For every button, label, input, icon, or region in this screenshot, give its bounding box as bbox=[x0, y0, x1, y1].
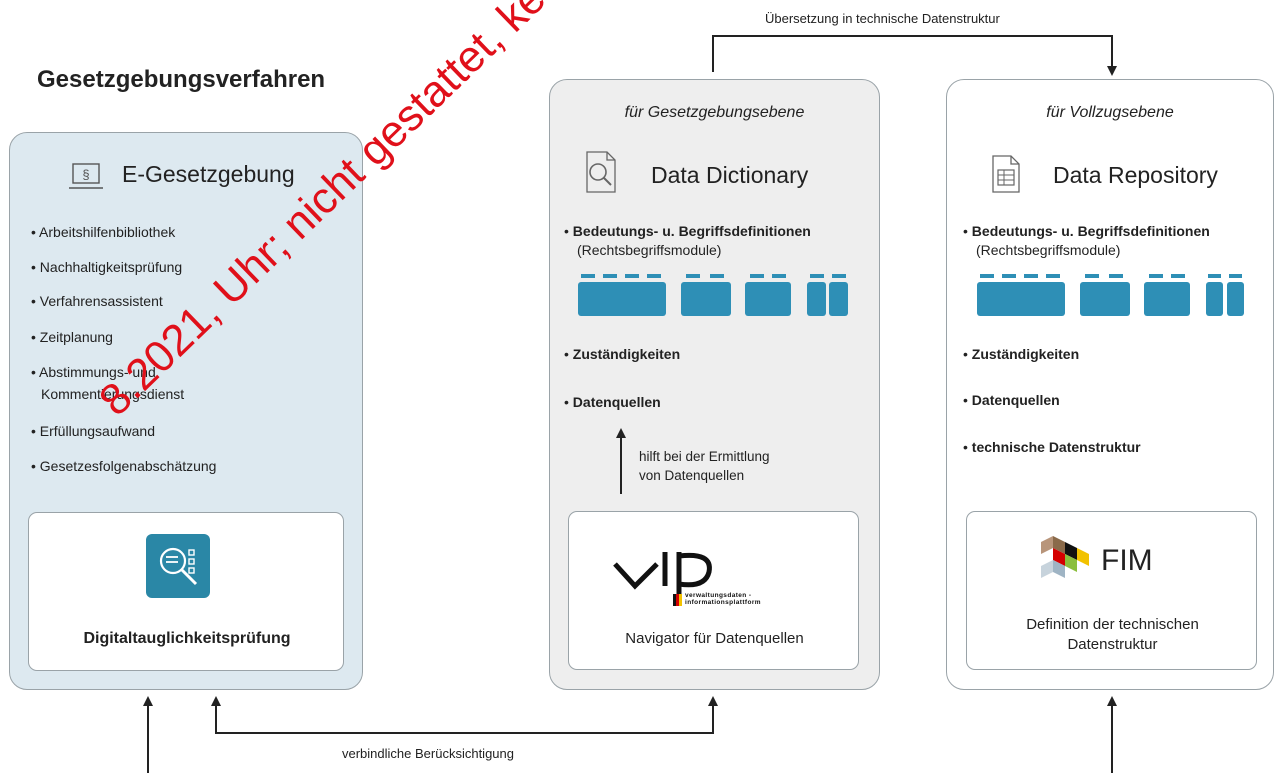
repository-heading: Data Repository bbox=[1053, 162, 1218, 188]
list-item: • Zuständigkeiten bbox=[564, 346, 681, 362]
list-item-sub: (Rechtsbegriffsmodule) bbox=[577, 242, 722, 258]
fim-label: FIM bbox=[1101, 544, 1153, 577]
dictionary-subtitle: für Gesetzgebungsebene bbox=[624, 104, 805, 121]
egesetzgebung-panel: § E-Gesetzgebung • Arbeitshilfenbiblioth… bbox=[9, 132, 363, 690]
fim-desc-line1: Definition der technischen bbox=[1026, 616, 1199, 633]
data-dictionary-panel: für Gesetzgebungsebene Data Dictionary •… bbox=[549, 79, 880, 690]
vip-subtext: verwaltungsdaten - informationsplattform bbox=[685, 592, 761, 606]
dictionary-heading: Data Dictionary bbox=[651, 162, 809, 188]
list-item: • Verfahrensassistent bbox=[31, 293, 163, 309]
list-item: • Gesetzesfolgenabschätzung bbox=[31, 458, 217, 474]
list-item: • Zeitplanung bbox=[31, 329, 113, 345]
list-item: • Datenquellen bbox=[963, 392, 1060, 408]
digitaltauglichkeit-box: Digitaltauglichkeitsprüfung bbox=[28, 512, 344, 671]
egesetzgebung-heading: E-Gesetzgebung bbox=[122, 161, 295, 187]
helper-label-line1: hilft bei der Ermittlung bbox=[639, 449, 770, 464]
list-item: • technische Datenstruktur bbox=[963, 439, 1141, 455]
page-title: Gesetzgebungsverfahren bbox=[37, 66, 326, 93]
list-item: • Erfüllungsaufwand bbox=[31, 423, 155, 439]
helper-label-line2: von Datenquellen bbox=[639, 468, 745, 483]
fim-desc-line2: Datenstruktur bbox=[1067, 636, 1158, 653]
module-blocks bbox=[578, 274, 858, 321]
helper-arrow bbox=[616, 428, 626, 494]
document-search-icon bbox=[583, 150, 619, 199]
list-item-continued: Kommentierungsdienst bbox=[41, 386, 185, 402]
fim-cube-logo bbox=[1039, 534, 1095, 591]
vip-box: verwaltungsdaten - informationsplattform… bbox=[568, 511, 859, 670]
list-item: • Abstimmungs- und bbox=[31, 364, 156, 380]
list-item: • Bedeutungs- u. Begriffsdefinitionen bbox=[564, 223, 811, 239]
fim-box: FIM Definition der technischen Datenstru… bbox=[966, 511, 1257, 670]
bottom-arrow-label: verbindliche Berücksichtigung bbox=[342, 746, 514, 761]
list-item: • Arbeitshilfenbibliothek bbox=[31, 224, 176, 240]
digitaltauglichkeit-label: Digitaltauglichkeitsprüfung bbox=[83, 630, 291, 647]
list-item: • Zuständigkeiten bbox=[963, 346, 1080, 362]
navigator-label: Navigator für Datenquellen bbox=[625, 630, 804, 647]
svg-text:§: § bbox=[82, 167, 89, 182]
list-item: • Datenquellen bbox=[564, 394, 661, 410]
list-item-sub: (Rechtsbegriffsmodule) bbox=[976, 242, 1121, 258]
top-arrow-label: Übersetzung in technische Datenstruktur bbox=[765, 11, 1000, 26]
search-check-icon bbox=[146, 534, 210, 598]
document-table-icon bbox=[991, 154, 1021, 199]
laptop-paragraph-icon: § bbox=[68, 159, 103, 193]
vip-logo bbox=[613, 536, 813, 621]
list-item: • Nachhaltigkeitsprüfung bbox=[31, 259, 183, 275]
data-repository-panel: für Vollzugsebene Data Repository • Bede… bbox=[946, 79, 1274, 690]
list-item: • Bedeutungs- u. Begriffsdefinitionen bbox=[963, 223, 1210, 239]
module-blocks bbox=[977, 274, 1252, 321]
repository-subtitle: für Vollzugsebene bbox=[1046, 104, 1174, 121]
